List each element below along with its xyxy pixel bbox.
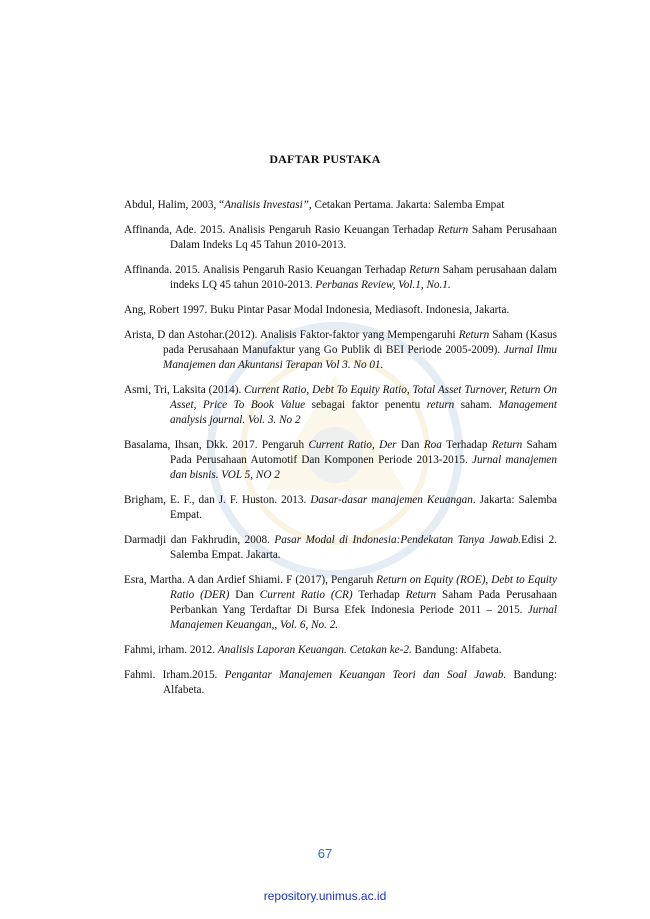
reference-text: saham. bbox=[454, 399, 499, 411]
reference-italic-text: Roa bbox=[423, 439, 442, 451]
reference-entry: Arista, D dan Astohar.(2012). Analisis F… bbox=[124, 328, 557, 373]
reference-italic-text: Return bbox=[491, 439, 523, 451]
reference-text: Fahmi. Irham.2015. bbox=[124, 669, 225, 681]
reference-text: Abdul, Halim, 2003, “ bbox=[124, 199, 225, 211]
reference-entry: Abdul, Halim, 2003, “Analisis Investasi”… bbox=[124, 198, 557, 213]
reference-entry: Basalama, Ihsan, Dkk. 2017. Pengaruh Cur… bbox=[124, 438, 557, 483]
reference-entry: Ang, Robert 1997. Buku Pintar Pasar Moda… bbox=[124, 303, 557, 318]
footer-url[interactable]: repository.unimus.ac.id bbox=[263, 889, 387, 903]
reference-text: Dan bbox=[396, 439, 424, 451]
reference-italic-text: Perbanas Review, Vol.1, No.1. bbox=[315, 279, 451, 291]
reference-italic-text: Jurnal manajemen dan bisnis. VOL 5, NO 2 bbox=[170, 454, 557, 481]
reference-text: Cetakan Pertama. Jakarta: Salemba Empat bbox=[311, 199, 505, 211]
reference-text: sebagai faktor penentu bbox=[305, 399, 427, 411]
reference-text: Terhadap bbox=[352, 589, 406, 601]
reference-italic-text: Current Ratio, Debt To Equity Ratio, Tot… bbox=[170, 384, 557, 411]
reference-text: . Jakarta: Salemba Empat. bbox=[170, 494, 558, 521]
reference-text: Saham (Kasus pada Perusahaan Manufaktur … bbox=[163, 329, 558, 356]
reference-text: Darmadji dan Fakhrudin, 2008. bbox=[124, 534, 275, 546]
reference-text: Affinanda, Ade. 2015. Analisis Pengaruh … bbox=[124, 224, 438, 236]
reference-entry: Fahmi. Irham.2015. Pengantar Manajemen K… bbox=[124, 668, 557, 698]
reference-entry: Esra, Martha. A dan Ardief Shiami. F (20… bbox=[124, 573, 557, 633]
reference-text: Bandung: Alfabeta. bbox=[411, 644, 502, 656]
reference-text: Terhadap bbox=[441, 439, 492, 451]
reference-italic-text: Pasar Modal di Indonesia:Pendekatan Tany… bbox=[274, 534, 522, 546]
reference-text: Saham Pada Perusahaan Perbankan Yang Ter… bbox=[170, 589, 557, 616]
reference-text: Saham Pada Perusahaan Automotif Dan Komp… bbox=[170, 439, 558, 466]
reference-italic-text: Return bbox=[409, 264, 440, 276]
reference-text: Saham perusahaan dalam indeks LQ 45 tahu… bbox=[170, 264, 557, 291]
reference-italic-text: return bbox=[426, 399, 455, 411]
reference-text: Arista, D dan Astohar.(2012). Analisis F… bbox=[124, 329, 459, 341]
reference-italic-text: Return bbox=[405, 589, 437, 601]
reference-italic-text: Return bbox=[437, 224, 469, 236]
reference-text: Dan bbox=[229, 589, 260, 601]
reference-text: Esra, Martha. A dan Ardief Shiami. F (20… bbox=[124, 574, 377, 586]
reference-italic-text: Jurnal Manajemen Keuangan,, Vol. 6, No. … bbox=[170, 604, 557, 631]
reference-text: Ang, Robert 1997. Buku Pintar Pasar Moda… bbox=[124, 304, 510, 316]
reference-italic-text: Pengantar Manajemen Keuangan Teori dan S… bbox=[224, 669, 507, 681]
reference-entry: Affinanda. 2015. Analisis Pengaruh Rasio… bbox=[124, 263, 557, 293]
reference-text: Basalama, Ihsan, Dkk. 2017. Pengaruh bbox=[124, 439, 309, 451]
reference-entry: Darmadji dan Fakhrudin, 2008. Pasar Moda… bbox=[124, 533, 557, 563]
reference-italic-text: Analisis Laporan Keuangan. Cetakan ke-2. bbox=[217, 644, 412, 656]
reference-italic-text: Dasar-dasar manajemen Keuangan bbox=[310, 494, 473, 506]
reference-entry: Asmi, Tri, Laksita (2014). Current Ratio… bbox=[124, 383, 557, 428]
reference-text: Saham Perusahaan Dalam Indeks Lq 45 Tahu… bbox=[170, 224, 557, 251]
reference-italic-text: Return on Equity (ROE), Debt to Equity R… bbox=[170, 574, 557, 601]
page-number: 67 bbox=[317, 846, 333, 861]
reference-entry: Brigham, E. F., dan J. F. Huston. 2013. … bbox=[124, 493, 557, 523]
reference-text: Brigham, E. F., dan J. F. Huston. 2013. bbox=[124, 494, 311, 506]
reference-text: Fahmi, irham. 2012. bbox=[124, 644, 218, 656]
reference-italic-text: Management analysis journal. Vol. 3. No … bbox=[170, 399, 557, 426]
reference-entry: Fahmi, irham. 2012. Analisis Laporan Keu… bbox=[124, 643, 557, 658]
reference-text: Asmi, Tri, Laksita (2014). bbox=[124, 384, 245, 396]
reference-text: Affinanda. 2015. Analisis Pengaruh Rasio… bbox=[124, 264, 410, 276]
reference-italic-text: Jurnal Ilmu Manajemen dan Akuntansi Tera… bbox=[163, 344, 557, 371]
reference-list: Abdul, Halim, 2003, “Analisis Investasi”… bbox=[124, 198, 557, 708]
page-title: DAFTAR PUSTAKA bbox=[269, 152, 381, 166]
reference-text: Edisi 2. Salemba Empat. Jakarta. bbox=[170, 534, 557, 561]
reference-italic-text: Return bbox=[458, 329, 490, 341]
reference-italic-text: Analisis Investasi”, bbox=[224, 199, 312, 211]
reference-entry: Affinanda, Ade. 2015. Analisis Pengaruh … bbox=[124, 223, 557, 253]
reference-italic-text: Current Ratio (CR) bbox=[259, 589, 353, 601]
reference-text: Bandung: Alfabeta. bbox=[163, 669, 557, 696]
reference-italic-text: Current Ratio, Der bbox=[308, 439, 397, 451]
